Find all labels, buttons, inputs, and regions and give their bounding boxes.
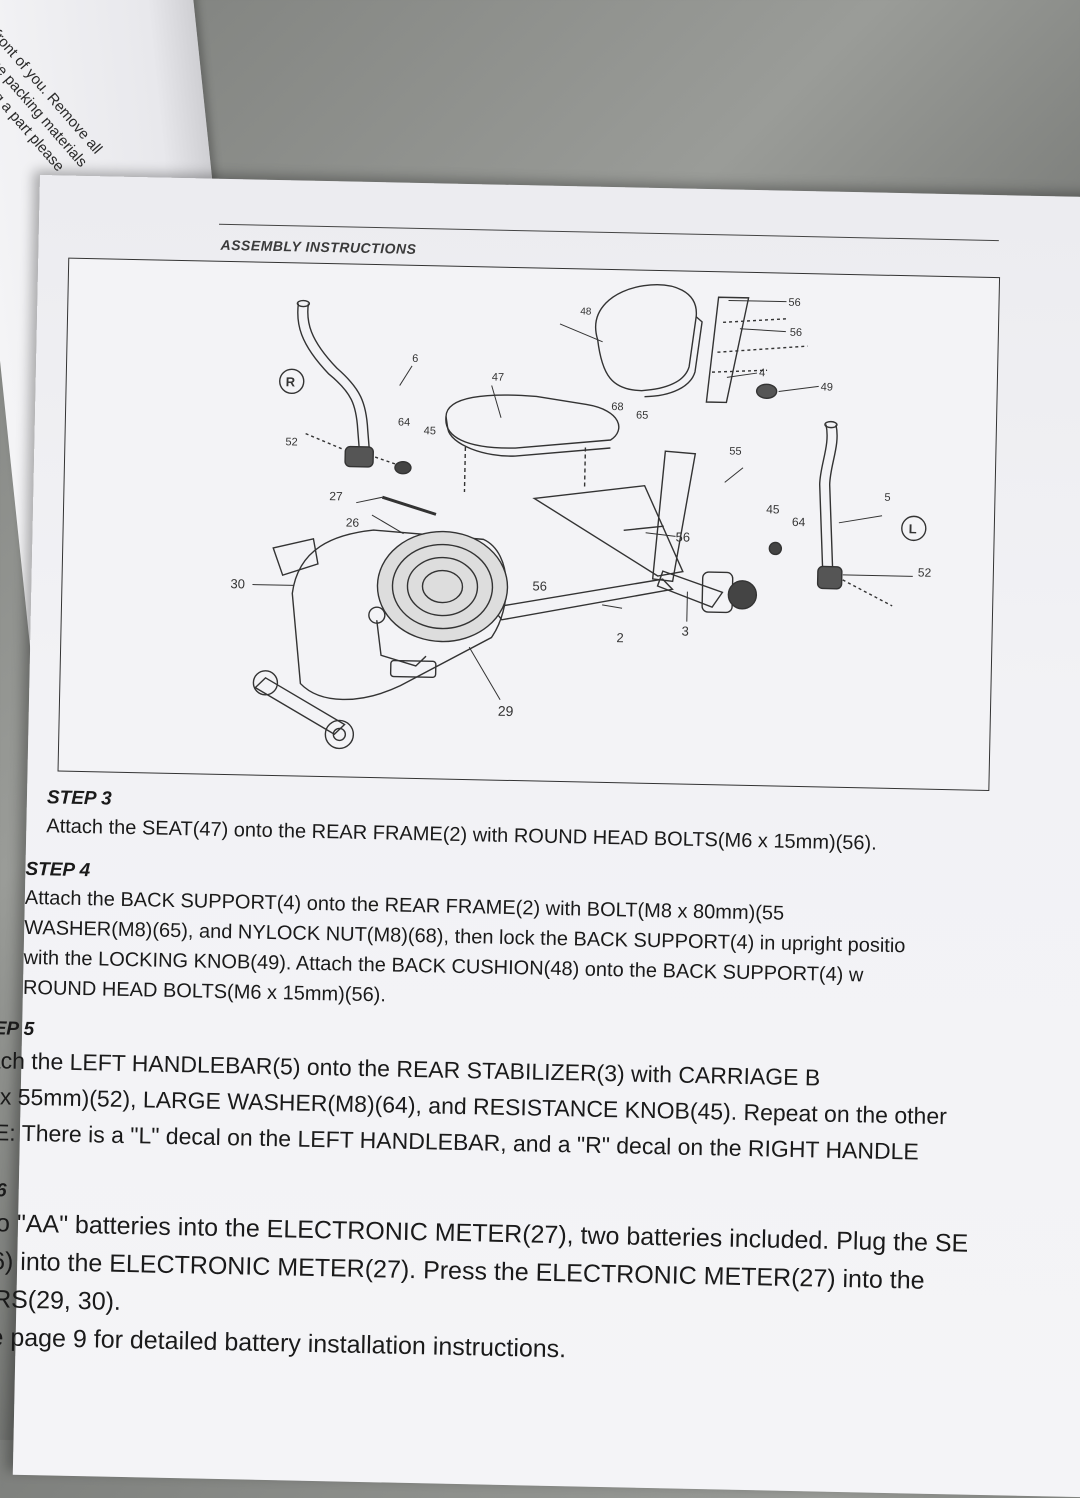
front-stabilizer-part [252,670,355,750]
left-handlebar [816,420,893,607]
callout-45-left: 45 [766,502,780,516]
step-3: STEP 3 Attach the SEAT(47) onto the REAR… [46,787,878,858]
callout-45-right: 45 [424,425,436,437]
left-knob-part [768,541,783,556]
callout-68: 68 [611,401,623,413]
callout-56-top: 56 [788,297,800,309]
callout-64-left: 64 [792,515,806,529]
rear-stabilizer-part [656,570,758,614]
callout-49: 49 [821,381,833,393]
electronic-meter-part [272,537,319,577]
callout-52-right: 52 [285,436,297,448]
callout-56-upper: 56 [790,327,802,339]
r-decal-marker [279,368,305,395]
seat-part [445,394,620,492]
callout-55: 55 [729,445,741,457]
callout-65: 65 [636,410,648,422]
exploded-view-drawing: R [230,284,932,750]
callout-52-left: 52 [918,565,932,579]
back-cushion-part [595,284,703,398]
callout-47: 47 [492,372,504,384]
callout-29: 29 [498,703,514,719]
page-title: ASSEMBLY INSTRUCTIONS [220,236,417,257]
step-5: TEP 5 tach the LEFT HANDLEBAR(5) onto th… [0,1018,948,1170]
step-4: STEP 4 Attach the BACK SUPPORT(4) onto t… [23,859,907,1021]
callout-64-right: 64 [398,417,410,429]
back-support-part [705,296,808,404]
callout-4: 4 [759,367,765,379]
callout-56-seat: 56 [532,578,547,593]
step-6: P 6 wo "AA" batteries into the ELECTRONI… [0,1180,969,1377]
callout-3: 3 [681,624,689,639]
bike-body-part [291,529,509,701]
callout-48: 48 [580,306,592,317]
steps-section: STEP 3 Attach the SEAT(47) onto the REAR… [0,787,1080,1363]
l-decal-marker [901,515,927,542]
callout-56-frame: 56 [675,529,690,544]
assembly-diagram: R [57,257,1001,792]
locking-knob-part [755,383,778,399]
rear-frame-part [490,450,697,621]
callout-5: 5 [884,492,890,504]
manual-page: ASSEMBLY INSTRUCTIONS R [0,175,1080,1498]
leader-lines [252,299,913,701]
callout-l: L [909,521,917,536]
callout-2: 2 [616,630,624,645]
callout-6: 6 [412,353,418,365]
callout-27: 27 [329,489,343,503]
sensor-wire-part [381,495,437,516]
callout-30: 30 [230,576,245,591]
right-handlebar [296,299,374,468]
callout-r: R [286,374,296,389]
callout-26: 26 [346,515,360,529]
resistance-knob-part [394,460,412,475]
